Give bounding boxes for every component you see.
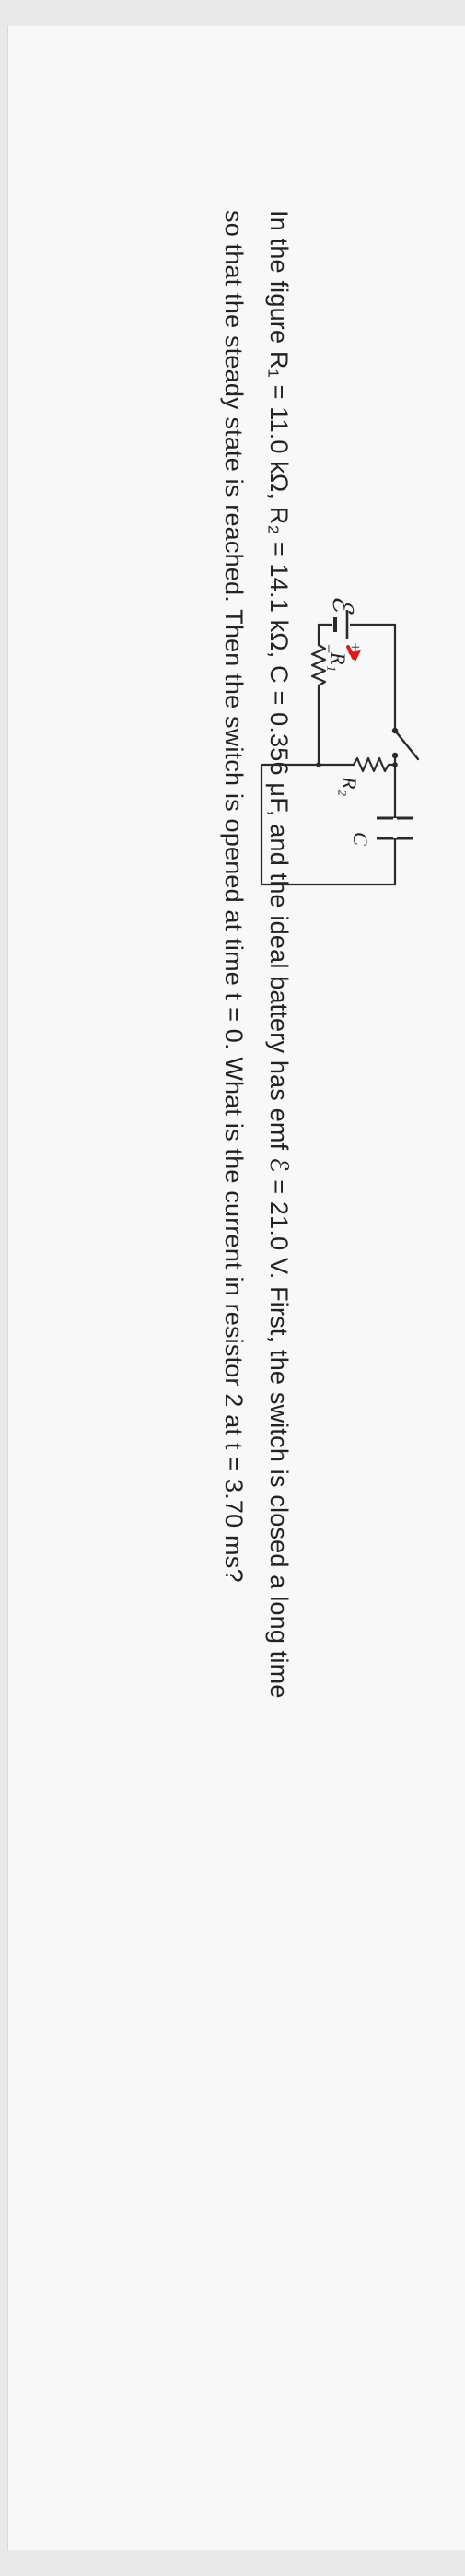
capacitor-icon xyxy=(377,816,413,840)
battery-icon xyxy=(332,610,350,639)
switch-icon xyxy=(391,727,420,761)
battery-minus-label: − xyxy=(320,643,338,654)
circuit-diagram: ℰ + − R₁ R₂ C xyxy=(260,595,420,886)
emf-label: ℰ xyxy=(327,595,357,615)
junction-bottom xyxy=(316,762,321,767)
battery-plus-label: + xyxy=(346,641,365,652)
pointer-arrow-icon xyxy=(346,645,361,662)
junction-top xyxy=(392,762,398,767)
capacitor-label: C xyxy=(349,832,372,846)
r2-resistor-icon xyxy=(352,756,397,773)
question-text-line-1: In the figure R₁ = 11.0 kΩ, R₂ = 14.1 kΩ… xyxy=(265,210,293,1699)
r1-label: R₁ xyxy=(327,651,350,672)
r2-label: R₂ xyxy=(338,776,361,796)
r1-resistor-icon xyxy=(310,643,327,687)
question-text-line-2: so that the steady state is reached. The… xyxy=(220,210,248,1583)
rotated-content: In the figure R₁ = 11.0 kΩ, R₂ = 14.1 kΩ… xyxy=(8,26,465,2576)
wire-right-loop xyxy=(260,763,397,886)
page-sheet: In the figure R₁ = 11.0 kΩ, R₂ = 14.1 kΩ… xyxy=(7,26,465,2550)
